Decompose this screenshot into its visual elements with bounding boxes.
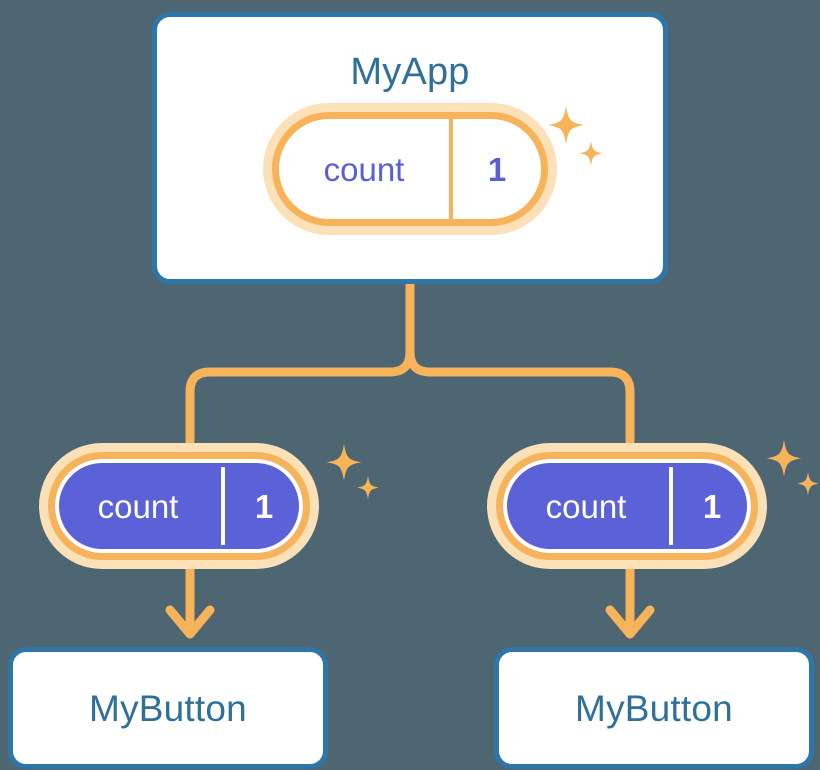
arrow-head-left-icon [165,605,215,639]
state-pill-left-value: 1 [254,487,274,525]
sparkle-large-icon [326,444,362,481]
state-pill-right-value: 1 [702,487,722,525]
state-pill-right-divider [669,467,673,545]
sparkles-icon-left [326,444,379,500]
state-pill-root[interactable]: count 1 [272,112,548,226]
state-pill-left[interactable]: count 1 [48,452,310,560]
card-title-myapp: MyApp [350,51,470,93]
sparkle-small-icon [357,476,379,500]
state-pill-root-key: count [323,150,405,188]
connector-branch-right [405,351,635,452]
sparkles-icon-right [766,440,819,496]
component-card-mybutton-left[interactable]: MyButton [8,647,328,769]
state-pill-root-value: 1 [487,150,507,188]
sparkle-small-icon [797,472,819,496]
connector-branch-left [185,351,415,452]
state-pill-left-key: count [97,487,179,525]
state-pill-right-key: count [545,487,627,525]
component-card-mybutton-right[interactable]: MyButton [494,647,814,769]
card-title-mybutton-left: MyButton [89,687,247,729]
state-pill-root-divider [449,119,453,219]
state-pill-left-divider [221,467,225,545]
arrow-head-right-icon [605,605,655,639]
sparkle-large-icon [766,440,802,477]
card-title-mybutton-right: MyButton [575,687,733,729]
state-pill-right[interactable]: count 1 [496,452,758,560]
